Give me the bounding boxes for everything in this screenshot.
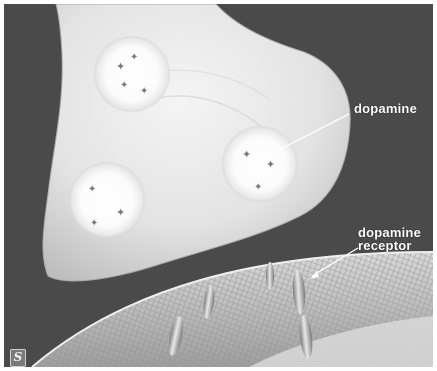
vesicle-top: ✦ ✦ ✦ ✦: [94, 36, 170, 112]
dopamine-label: dopamine: [354, 102, 417, 115]
dopamine-molecule-icon: ✦: [90, 218, 98, 229]
dopamine-molecule-icon: ✦: [140, 86, 148, 97]
dopamine-molecule-icon: ✦: [242, 148, 251, 161]
dopamine-molecule-icon: ✦: [120, 80, 128, 91]
publisher-logo-icon: S: [10, 349, 26, 367]
dopamine-molecule-icon: ✦: [266, 158, 275, 171]
synapse-illustration: ✦ ✦ ✦ ✦ ✦ ✦ ✦ ✦ ✦ ✦ dopamine: [4, 4, 433, 367]
dopamine-molecule-icon: ✦: [116, 206, 125, 219]
dopamine-molecule-icon: ✦: [130, 52, 138, 63]
dopamine-molecule-icon: ✦: [254, 182, 262, 193]
dopamine-molecule-icon: ✦: [116, 60, 125, 73]
synapse-drawing: ✦ ✦ ✦ ✦ ✦ ✦ ✦ ✦ ✦ ✦: [4, 4, 433, 367]
dopamine-molecule-icon: ✦: [88, 184, 96, 195]
vesicle-bottom: ✦ ✦ ✦: [69, 162, 145, 238]
vesicle-right: ✦ ✦ ✦: [222, 126, 298, 202]
dopamine-receptor-label: dopamine receptor: [358, 226, 428, 252]
receptor-label-line2: receptor: [358, 239, 428, 252]
